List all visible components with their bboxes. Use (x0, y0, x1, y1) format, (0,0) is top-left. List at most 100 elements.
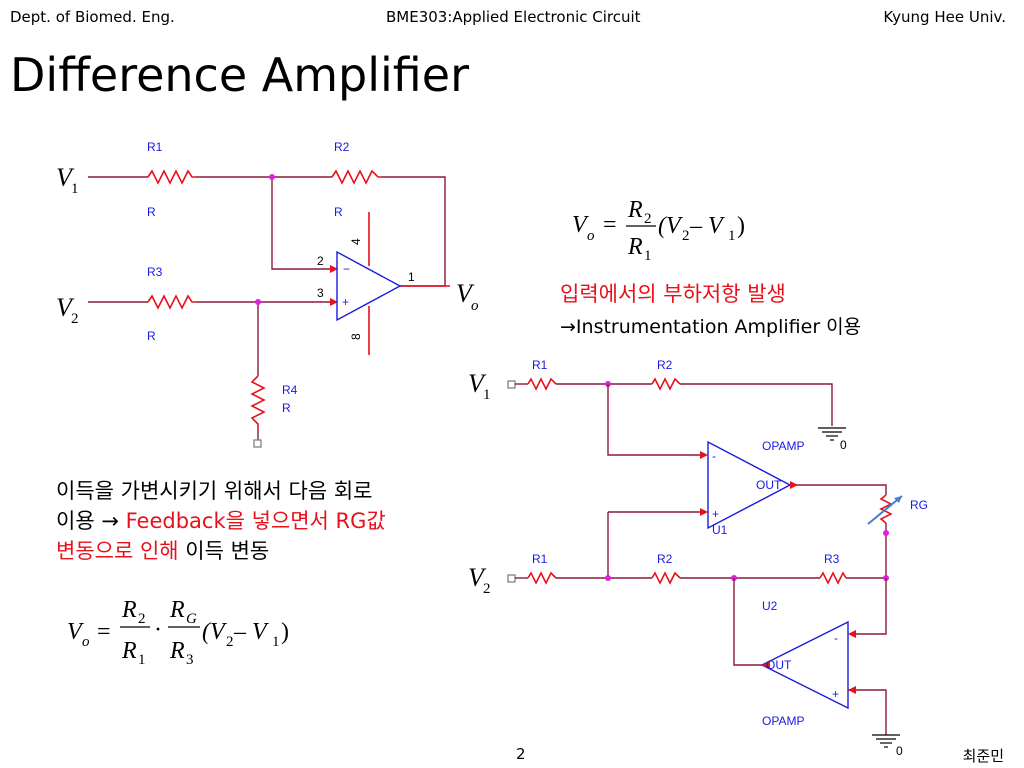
svg-text:o: o (82, 634, 90, 650)
svg-text:0: 0 (840, 438, 847, 452)
resistor-r1 (147, 169, 196, 185)
para-line-1: 이득을 가변시키기 위해서 다음 회로 (56, 479, 373, 503)
svg-text:R2: R2 (657, 552, 673, 566)
svg-text:OUT: OUT (766, 658, 792, 672)
ground-symbol-top (818, 427, 846, 441)
svg-text:R: R (627, 197, 643, 223)
resistor-r3 (819, 571, 847, 585)
pin-4: 4 (349, 238, 363, 245)
svg-text:+: + (712, 507, 719, 521)
r1-label: R1 (147, 140, 163, 154)
equation-difference-gain: V o = R 2 R 1 (V 2 – V 1 ) (572, 197, 745, 264)
svg-text:(V: (V (202, 619, 227, 645)
svg-text:RG: RG (910, 498, 928, 512)
r3-value: R (147, 329, 156, 343)
svg-text:R: R (121, 597, 137, 623)
opamp-u2-symbol (760, 620, 849, 710)
svg-text:R: R (121, 638, 137, 664)
svg-text:3: 3 (186, 652, 194, 668)
svg-text:1: 1 (483, 387, 491, 403)
svg-text:+: + (832, 687, 839, 701)
svg-text:+: + (342, 295, 349, 309)
svg-text:V: V (572, 212, 589, 238)
para-line-2: 이용 → Feedback을 넣으면서 RG값 (56, 509, 386, 533)
svg-text:OUT: OUT (756, 478, 782, 492)
resistor-r4 (250, 375, 266, 430)
resistor-r2-top (651, 377, 681, 391)
svg-text:OPAMP: OPAMP (762, 714, 804, 728)
svg-text:– V: – V (233, 619, 269, 645)
svg-text:·: · (154, 617, 162, 643)
r2-label: R2 (334, 140, 350, 154)
instrumentation-amplifier-circuit: - + - + (468, 358, 928, 758)
header-course: BME303:Applied Electronic Circuit (386, 8, 641, 26)
svg-text:(V: (V (658, 213, 683, 239)
svg-text:R2: R2 (657, 358, 673, 372)
svg-text:1: 1 (71, 181, 79, 197)
svg-text:=: = (603, 212, 617, 238)
header-department: Dept. of Biomed. Eng. (10, 8, 175, 26)
svg-text:R: R (169, 638, 185, 664)
svg-text:-: - (834, 631, 838, 645)
svg-text:): ) (737, 213, 745, 239)
pin-8: 8 (349, 333, 363, 340)
r3-label: R3 (147, 265, 163, 279)
page-number: 2 (516, 745, 526, 763)
svg-text:o: o (471, 298, 479, 314)
v1-label: V (56, 163, 75, 192)
instrumentation-note: →Instrumentation Amplifier 이용 (560, 316, 862, 338)
svg-text:0: 0 (896, 744, 903, 758)
svg-text:2: 2 (644, 211, 652, 227)
opamp-symbol (336, 250, 402, 322)
opamp-u1-symbol (707, 440, 792, 530)
resistor-rg (879, 494, 893, 524)
resistor-r1-bottom (527, 571, 557, 585)
svg-text:R1: R1 (532, 552, 548, 566)
r4-label: R4 (282, 383, 298, 397)
svg-text:=: = (97, 619, 111, 645)
para-line-3: 변동으로 인해 이득 변동 (56, 539, 270, 563)
svg-text:R3: R3 (824, 552, 840, 566)
svg-text:– V: – V (689, 213, 725, 239)
svg-text:): ) (281, 619, 289, 645)
svg-text:-: - (712, 449, 716, 463)
load-resistance-note: 입력에서의 부하저항 발생 (560, 282, 786, 306)
pin-1: 1 (408, 270, 415, 284)
svg-text:1: 1 (272, 634, 280, 650)
svg-text:V: V (67, 619, 84, 645)
svg-text:1: 1 (138, 652, 146, 668)
svg-text:G: G (186, 611, 197, 627)
pin-2: 2 (317, 254, 324, 268)
resistor-r3 (147, 294, 196, 310)
svg-text:V: V (468, 369, 487, 398)
ground-symbol-bottom (872, 734, 900, 748)
author-name: 최준민 (962, 747, 1004, 765)
svg-text:2: 2 (138, 611, 146, 627)
svg-text:2: 2 (71, 311, 79, 327)
resistor-r1-top (527, 377, 557, 391)
svg-text:V: V (468, 563, 487, 592)
pin-3: 3 (317, 286, 324, 300)
svg-text:2: 2 (483, 581, 491, 597)
svg-text:U2: U2 (762, 599, 778, 613)
gain-variation-paragraph: 이득을 가변시키기 위해서 다음 회로 이용 → Feedback을 넣으면서 … (56, 476, 476, 566)
svg-text:R: R (627, 234, 643, 260)
equation-instrumentation-gain: V o = R 2 R 1 · R G R 3 (V 2 – V 1 ) (67, 597, 289, 668)
slide-title: Difference Amplifier (10, 48, 469, 102)
svg-text:OPAMP: OPAMP (762, 439, 804, 453)
svg-text:U1: U1 (712, 523, 728, 537)
svg-text:R: R (169, 597, 185, 623)
r1-value: R (147, 205, 156, 219)
svg-text:o: o (587, 228, 595, 244)
r4-value: R (282, 401, 291, 415)
r2-value: R (334, 205, 343, 219)
resistor-r2-bottom (651, 571, 681, 585)
svg-text:−: − (343, 262, 350, 276)
svg-text:2: 2 (226, 634, 234, 650)
vo-label: V (456, 279, 475, 308)
svg-text:1: 1 (728, 228, 736, 244)
resistor-r2 (331, 169, 382, 185)
svg-text:R1: R1 (532, 358, 548, 372)
svg-text:2: 2 (682, 228, 690, 244)
